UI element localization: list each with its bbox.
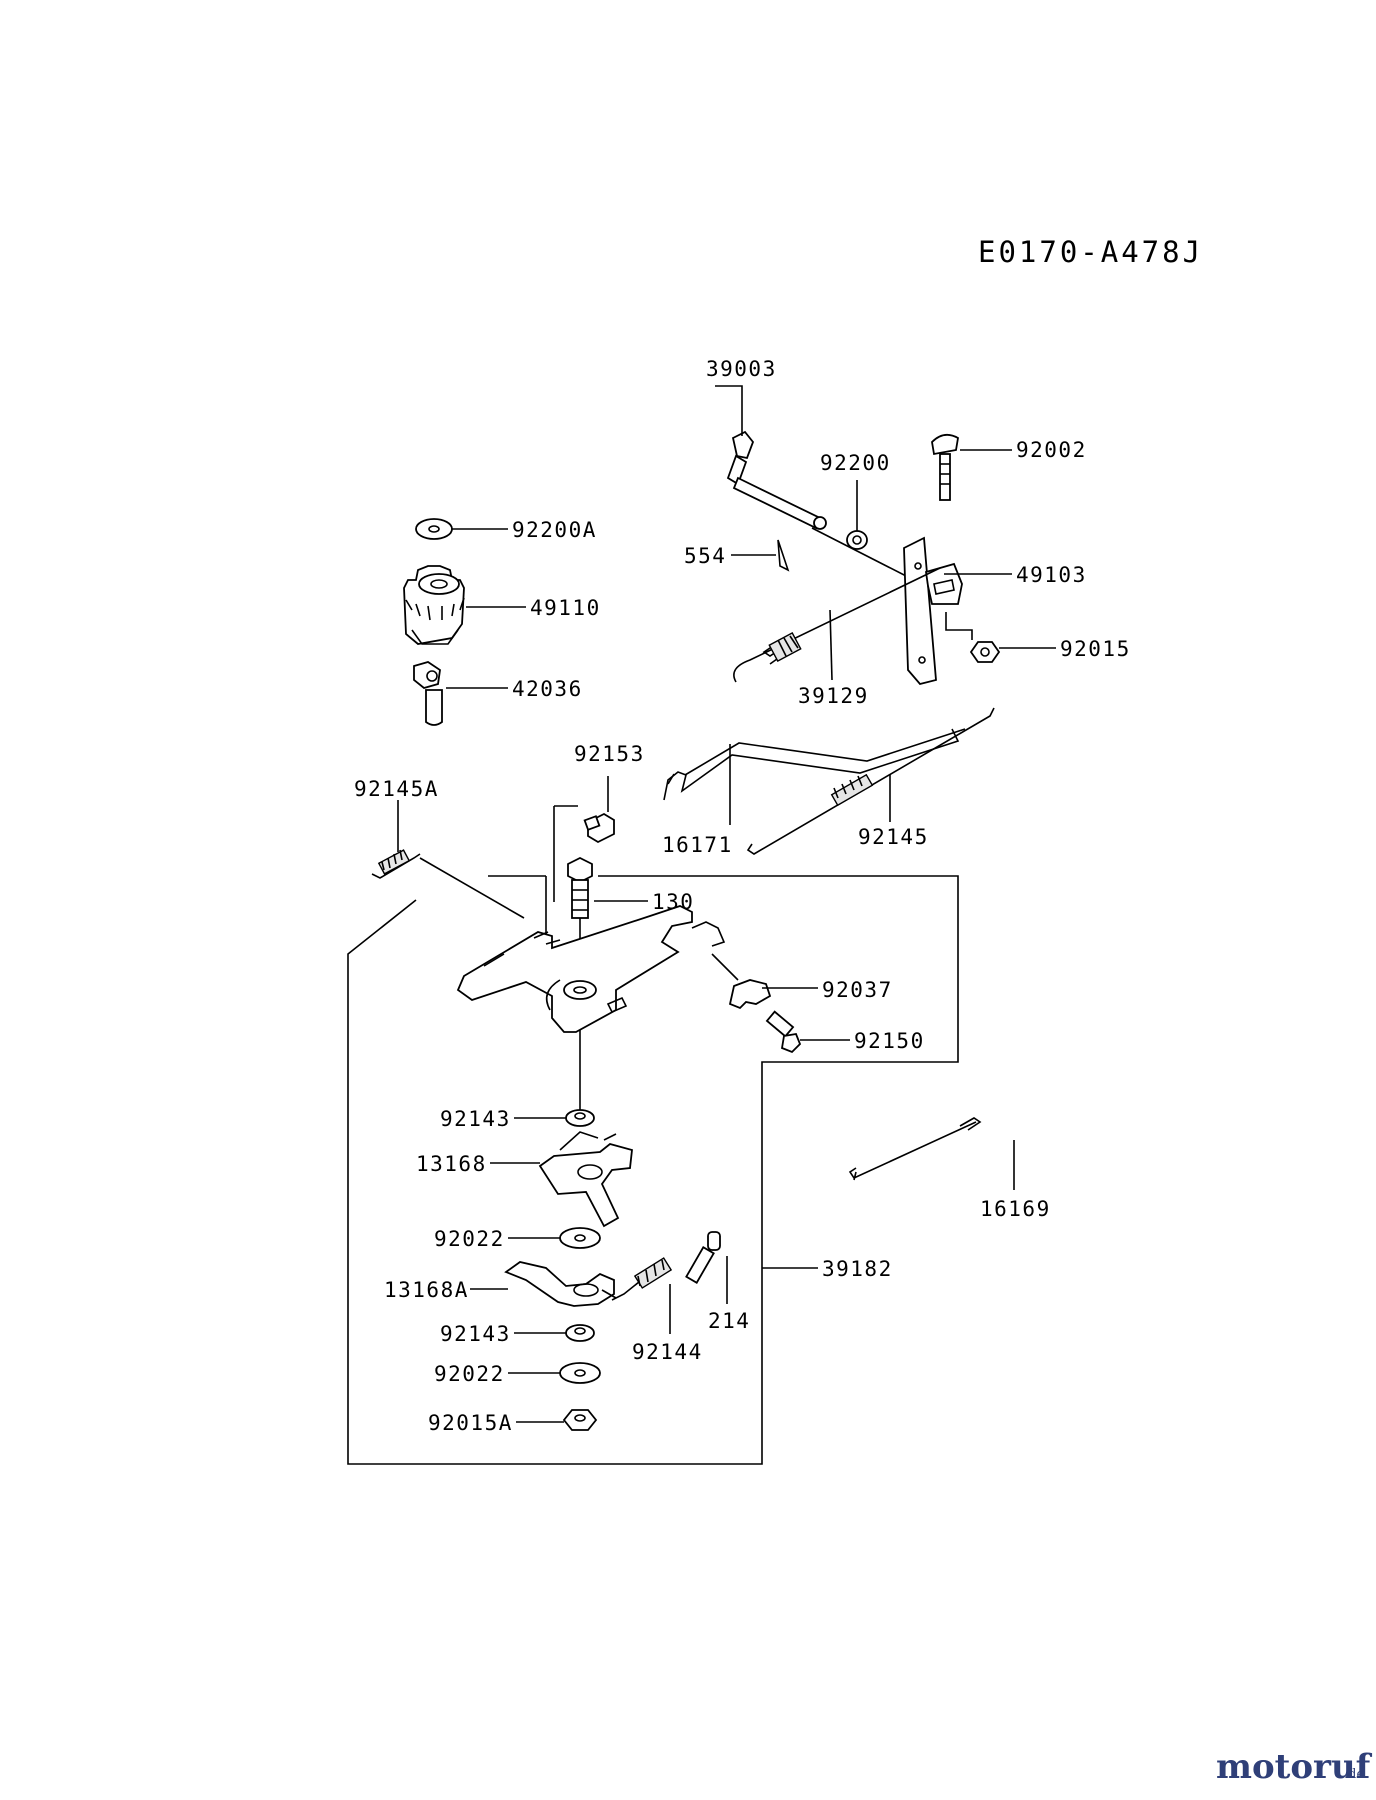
bolt-130-illustration — [567, 856, 593, 919]
lever-13168A-illustration — [504, 1261, 617, 1307]
spring-92144-illustration — [611, 1257, 673, 1301]
logo-suffix: .de — [1344, 1767, 1364, 1782]
label-92143-b: 92143 — [440, 1322, 511, 1346]
label-39182: 39182 — [822, 1257, 893, 1281]
nut-92015-illustration — [969, 641, 1001, 663]
label-16171: 16171 — [662, 833, 733, 857]
drawing-code: E0170-A478J — [978, 235, 1203, 269]
governor-shaft-illustration — [726, 430, 827, 530]
governor-lever-illustration — [903, 536, 963, 686]
label-92022-b: 92022 — [434, 1362, 505, 1386]
arm-13168-illustration — [538, 1131, 633, 1228]
label-92002: 92002 — [1016, 438, 1087, 462]
spring-92145-illustration — [746, 707, 995, 855]
label-16169: 16169 — [980, 1197, 1051, 1221]
label-92200A: 92200A — [512, 518, 597, 542]
label-13168: 13168 — [416, 1152, 487, 1176]
bolt-92002-illustration — [931, 433, 959, 501]
washer-92022a-illustration — [559, 1227, 601, 1249]
washer-92022b-illustration — [559, 1362, 601, 1384]
label-92145A: 92145A — [354, 777, 439, 801]
bolt-92150-illustration — [765, 1010, 802, 1054]
logo-brand: motoruf — [1216, 1747, 1373, 1787]
label-92037: 92037 — [822, 978, 893, 1002]
label-42036: 42036 — [512, 677, 583, 701]
clip-92037-illustration — [728, 979, 772, 1010]
label-49103: 49103 — [1016, 563, 1087, 587]
rod-16169-illustration — [848, 1117, 982, 1181]
bolt-214-illustration — [685, 1231, 721, 1284]
nut-92015A-illustration — [562, 1409, 598, 1431]
label-92143-a: 92143 — [440, 1107, 511, 1131]
label-92144: 92144 — [632, 1340, 703, 1364]
bolt-92153-illustration — [583, 812, 615, 844]
label-92150: 92150 — [854, 1029, 925, 1053]
label-92022-a: 92022 — [434, 1227, 505, 1251]
rod-16171-illustration — [663, 728, 960, 801]
label-92153: 92153 — [574, 742, 645, 766]
label-214: 214 — [708, 1309, 750, 1333]
control-plate-illustration — [456, 905, 726, 1033]
label-39003: 39003 — [706, 357, 777, 381]
label-130: 130 — [652, 890, 694, 914]
label-554: 554 — [684, 544, 726, 568]
pin-554-illustration — [777, 539, 790, 572]
label-13168A: 13168A — [384, 1278, 469, 1302]
label-92015: 92015 — [1060, 637, 1131, 661]
motoruf-logo: motoruf .de — [1216, 1747, 1373, 1787]
governor-gear-illustration — [403, 565, 465, 645]
label-49110: 49110 — [530, 596, 601, 620]
governor-holder-illustration — [413, 661, 443, 726]
washer-92200-illustration — [846, 530, 868, 550]
leader-39129 — [829, 609, 833, 681]
label-92145: 92145 — [858, 825, 929, 849]
spring-92145A-illustration — [371, 849, 421, 879]
label-39129: 39129 — [798, 684, 869, 708]
label-92015A: 92015A — [428, 1411, 513, 1435]
spring-rod-39129-illustration — [733, 567, 941, 683]
washer-92200A-illustration — [415, 518, 453, 540]
label-92200: 92200 — [820, 451, 891, 475]
leader-39003 — [715, 385, 743, 436]
